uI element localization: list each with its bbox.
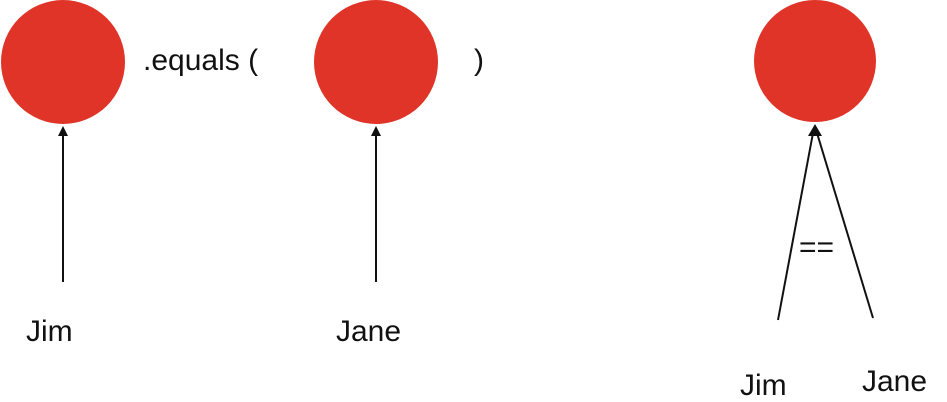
object-circle-jane xyxy=(314,0,438,124)
object-circle-jim xyxy=(1,0,125,124)
shared-object-circle xyxy=(754,0,876,122)
identity-operator-label: == xyxy=(799,231,835,264)
reference-label-jane: Jane xyxy=(336,315,402,348)
close-paren-label: ) xyxy=(474,44,484,77)
shared-arrowhead-icon xyxy=(808,124,822,136)
reference-label-jim: Jim xyxy=(26,315,73,348)
shared-reference-label-jane: Jane xyxy=(862,365,928,398)
shared-reference-label-jim: Jim xyxy=(740,369,787,402)
reference-line-jane-shared xyxy=(816,132,874,319)
reference-line-jim-shared xyxy=(777,132,814,321)
equals-method-label: .equals ( xyxy=(143,44,259,77)
